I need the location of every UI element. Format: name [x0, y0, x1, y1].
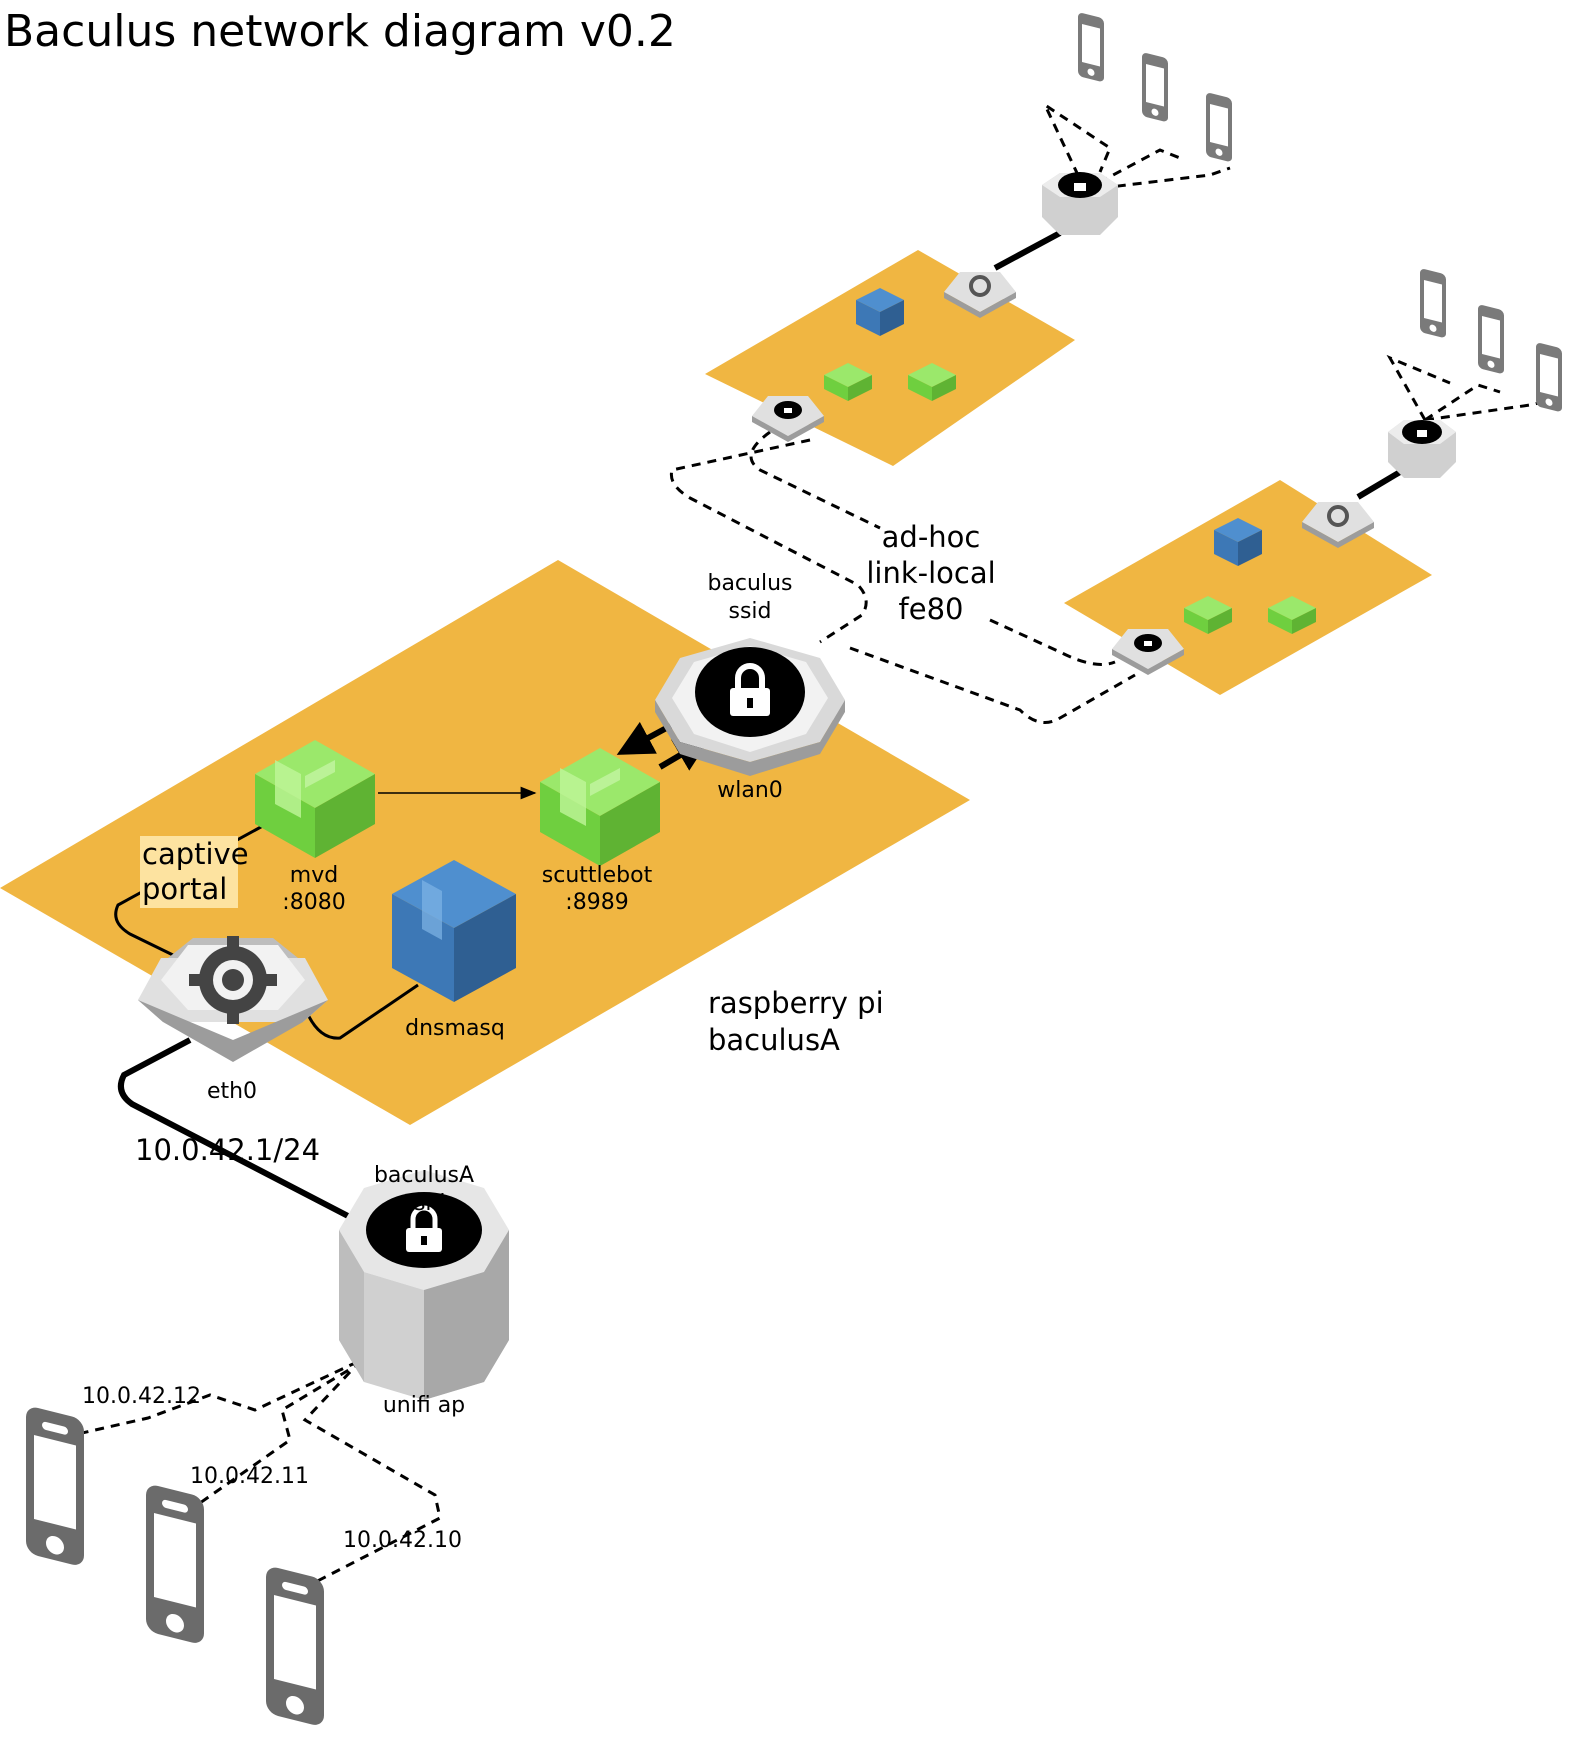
- adhoc-label-line1: ad-hoc: [882, 520, 981, 554]
- node-platform-top: [705, 250, 1075, 466]
- top-phone-links: [1041, 100, 1231, 192]
- right-phone-links: [1386, 354, 1561, 422]
- lock-icon: [784, 408, 792, 413]
- captive-portal-link: [114, 820, 271, 958]
- eth0-switch: [138, 936, 328, 1062]
- lock-icon: [1074, 183, 1086, 191]
- wlan0-label: wlan0: [717, 778, 783, 803]
- top-node-wlan: [752, 396, 824, 442]
- adhoc-label-line2: link-local: [866, 556, 995, 590]
- captive-portal-label-line2: portal: [142, 872, 227, 906]
- mvd-label: mvd: [290, 863, 338, 888]
- scuttlebot-wlan0-arrow-in: [616, 721, 674, 755]
- captive-portal-label-line1: captive: [142, 837, 249, 871]
- unifi-client-links: [59, 1353, 442, 1592]
- baculusA-ssid-label-line1: baculusA: [374, 1163, 474, 1188]
- adhoc-label-line3: fe80: [899, 592, 964, 626]
- client-ip-label: 10.0.42.10: [343, 1528, 462, 1553]
- right-node-switch: [1302, 502, 1374, 548]
- phone-icon: [146, 1483, 204, 1646]
- client-ip-label: 10.0.42.12: [82, 1384, 201, 1409]
- raspberry-pi-label-line1: raspberry pi: [708, 986, 884, 1020]
- lock-icon: [1417, 430, 1427, 437]
- phone-icon: [1206, 92, 1232, 163]
- top-node-router: [1042, 172, 1118, 235]
- adhoc-link-b: [749, 430, 1116, 666]
- unifi-ap: [339, 1170, 509, 1400]
- scuttlebot-port-label: :8989: [565, 890, 628, 915]
- phone-icon: [1478, 304, 1504, 375]
- mvd-port-label: :8080: [282, 890, 345, 915]
- gear-icon: [189, 936, 277, 1024]
- adhoc-link-c: [849, 646, 1136, 724]
- node-platform-right: [1064, 480, 1432, 695]
- phone-icon: [266, 1565, 324, 1728]
- gear-icon: [969, 275, 991, 297]
- right-node-uplink: [1356, 469, 1402, 500]
- eth0-uplink: [117, 1037, 377, 1233]
- baculus-ssid-label-line2: ssid: [728, 599, 771, 624]
- eth0-label: eth0: [207, 1079, 257, 1104]
- lock-icon: [730, 663, 770, 716]
- client-ip-label: 10.0.42.11: [190, 1464, 309, 1489]
- dnsmasq-label: dnsmasq: [405, 1016, 505, 1041]
- right-node-wlan: [1112, 629, 1184, 675]
- adhoc-link-a: [669, 438, 868, 644]
- baculus-ssid-label-line1: baculus: [707, 571, 792, 596]
- top-node-uplink: [993, 230, 1062, 271]
- top-node-switch: [944, 272, 1016, 318]
- gear-icon: [1327, 505, 1349, 527]
- phone-icon: [26, 1405, 84, 1568]
- diagram-title: Baculus network diagram v0.2: [4, 6, 676, 57]
- lock-icon: [1144, 641, 1152, 646]
- lock-icon: [406, 1205, 442, 1252]
- raspberry-pi-label-line2: baculusA: [708, 1023, 840, 1057]
- right-node-router: [1388, 420, 1456, 478]
- wlan0-router: [655, 638, 845, 776]
- captive-portal-highlight: [140, 836, 238, 908]
- phone-icon: [1420, 268, 1446, 339]
- scuttlebot-label: scuttlebot: [542, 863, 653, 888]
- phone-icon: [1142, 52, 1168, 123]
- phone-icon: [1078, 12, 1104, 83]
- phone-icon: [1536, 342, 1562, 413]
- unifi-ap-label: unifi ap: [383, 1393, 465, 1418]
- eth0-ip-label: 10.0.42.1/24: [135, 1133, 320, 1167]
- baculusA-ssid-label-line2: ssid: [402, 1191, 445, 1216]
